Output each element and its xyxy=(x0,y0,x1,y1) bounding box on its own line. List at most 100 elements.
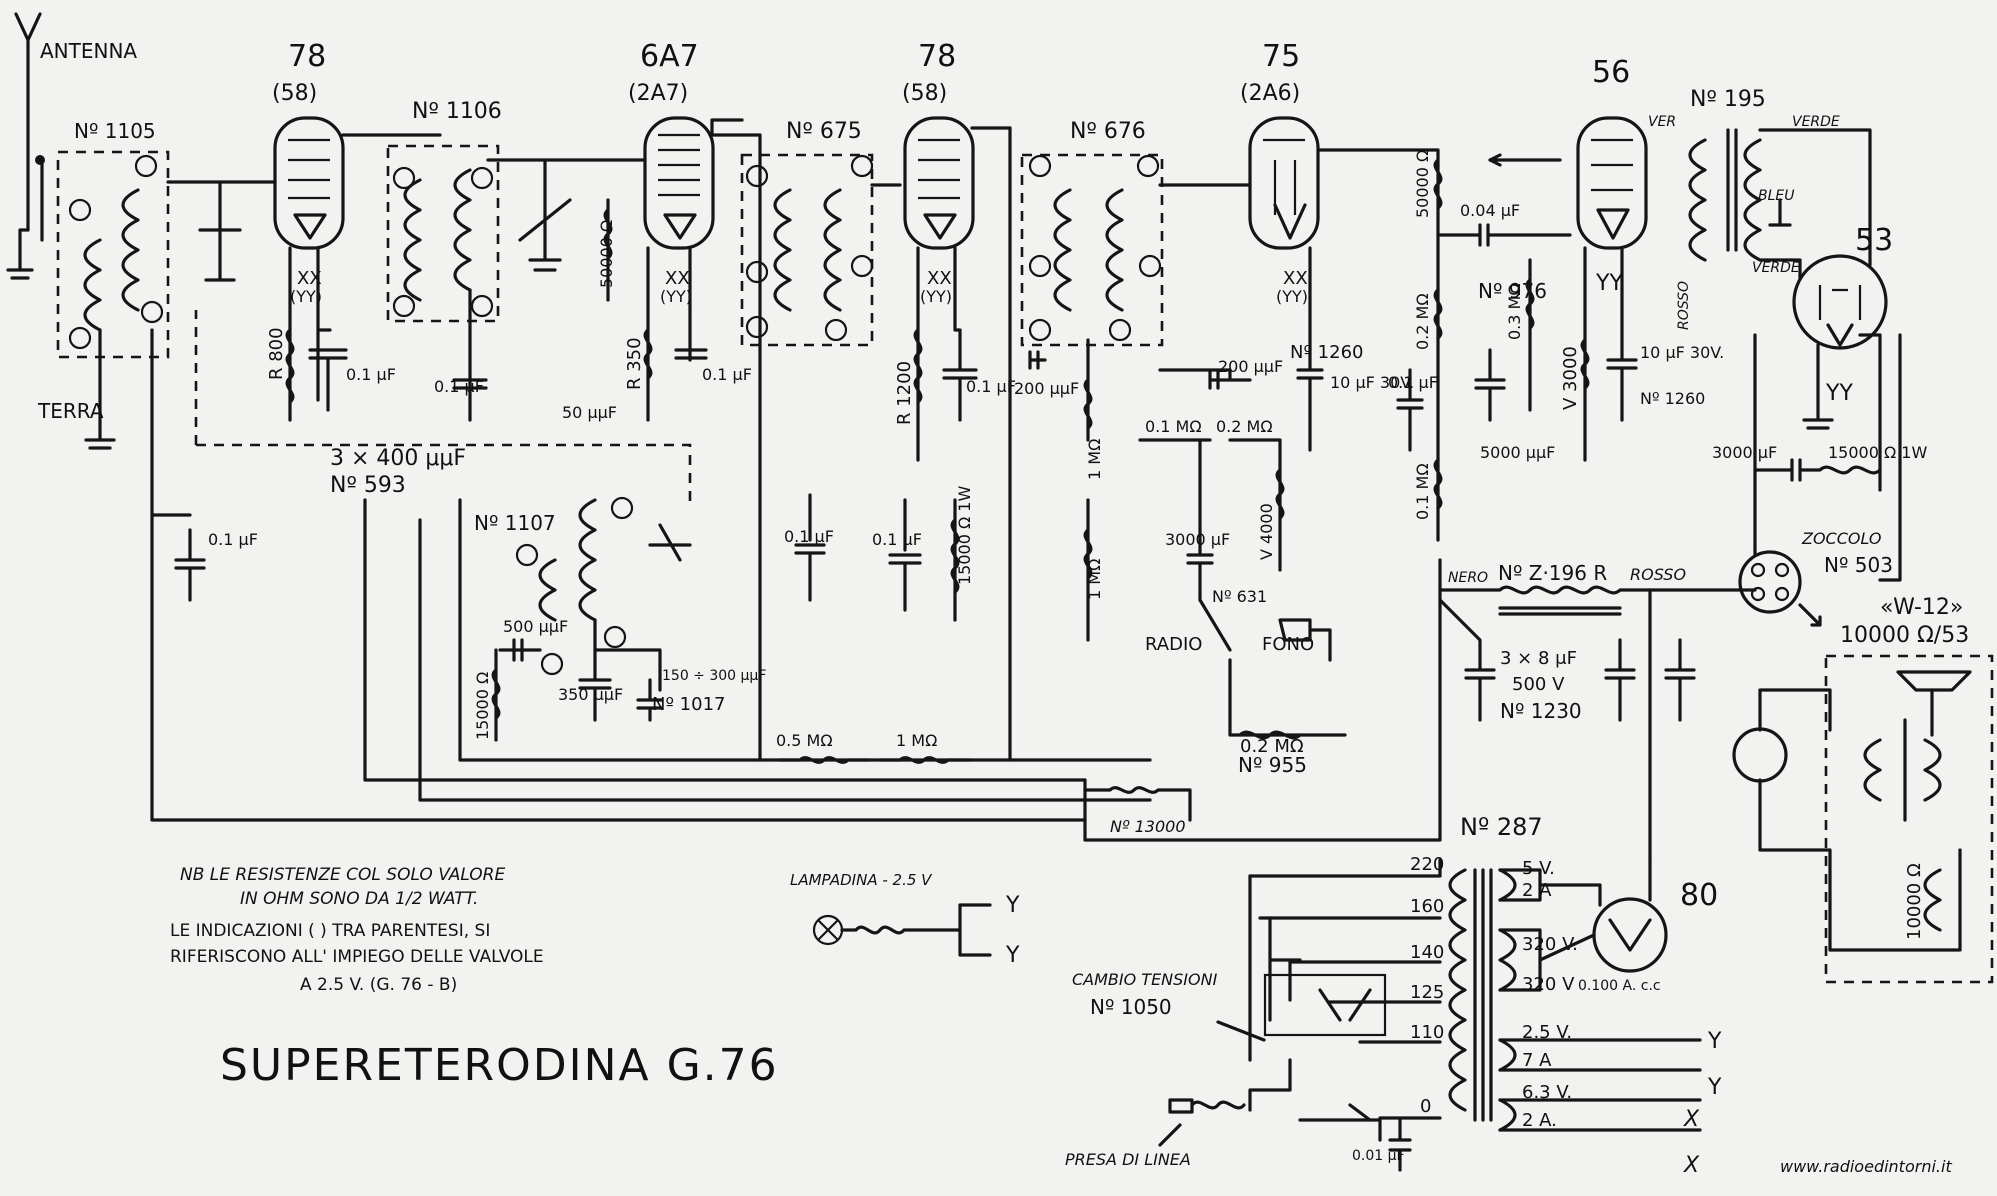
tube3-type: 78 xyxy=(918,39,956,74)
socket-503: ZOCCOLO Nº 503 xyxy=(1738,529,1893,614)
tap-110: 110 xyxy=(1410,1022,1444,1043)
c10b-label: 10 μF 30V. xyxy=(1640,343,1724,362)
sec1-a: 2 A xyxy=(1522,880,1552,901)
c004-label: 0.04 μF xyxy=(1460,201,1520,220)
note-line-5: A 2.5 V. (G. 76 - B) xyxy=(300,975,457,995)
wire-verde3: VER xyxy=(1648,114,1676,130)
r1m-label: 1 MΩ xyxy=(1085,439,1104,480)
speaker-label: «W-12» xyxy=(1880,595,1963,620)
r1200-label: R 1200 xyxy=(894,361,915,425)
wire-verde1: VERDE xyxy=(1792,114,1840,130)
cap-1260b-label: Nº 1260 xyxy=(1640,389,1705,408)
input-coil-1105: Nº 1105 TERRA xyxy=(6,119,170,450)
loudspeaker: 10000 Ω xyxy=(1732,654,1994,984)
c3000b-label: 3000 μF xyxy=(1712,443,1777,462)
osc-coil-1107: Nº 1107 xyxy=(474,496,634,676)
mains-label: PRESA DI LINEA xyxy=(1065,1150,1191,1169)
socket-label: ZOCCOLO xyxy=(1801,529,1882,548)
rf-coil-1106: Nº 1106 xyxy=(386,99,502,323)
heater-out-4: X xyxy=(1683,1153,1700,1178)
v3000-label: V 3000 xyxy=(1560,346,1581,410)
tube4-heater-alt: (YY) xyxy=(1276,287,1308,306)
c01f-label: 0.1 μF xyxy=(872,530,922,549)
selector-label: CAMBIO TENSIONI xyxy=(1072,970,1218,989)
r50000b-label: 50000 Ω xyxy=(1413,150,1432,218)
c01g-label: 0.1 μF xyxy=(208,530,258,549)
r350-label: R 350 xyxy=(624,337,645,390)
wire-bleu: BLEU xyxy=(1758,188,1795,204)
lamp-label: LAMPADINA - 2.5 V xyxy=(790,871,933,889)
tube-78-if: 78 (58) XX (YY) xyxy=(902,39,975,306)
tube4-heater: XX xyxy=(1283,268,1308,289)
if675-label: Nº 675 xyxy=(786,119,862,144)
heater-out-2: Y xyxy=(1707,1075,1722,1100)
watermark: www.radioedintorni.it xyxy=(1780,1157,1952,1176)
if-transformer-676: Nº 676 xyxy=(1020,119,1164,347)
output-transformer-195: Nº 195 xyxy=(1688,87,1766,262)
coil-1106-label: Nº 1106 xyxy=(412,99,502,124)
tap-125: 125 xyxy=(1410,982,1444,1003)
tube3-heater: XX xyxy=(927,268,952,289)
notes-block: NB LE RESISTENZE COL SOLO VALORE IN OHM … xyxy=(170,865,544,995)
note-line-4: RIFERISCONO ALL' IMPIEGO DELLE VALVOLE xyxy=(170,947,544,967)
c01c-label: 0.1 μF xyxy=(702,365,752,384)
r02mc-label: 0.2 MΩ xyxy=(1240,736,1304,757)
sec5-v: 6.3 V. xyxy=(1522,1082,1572,1103)
v4000-label: V 4000 xyxy=(1257,503,1276,560)
choke-label: Nº Z·196 R xyxy=(1498,561,1607,585)
tube6-type: 53 xyxy=(1855,223,1893,258)
c01d-label: 0.1 μF xyxy=(966,377,1016,396)
c01e-label: 0.1 μF xyxy=(784,527,834,546)
sec2-v: 320 V. xyxy=(1522,934,1578,955)
tube-56-driver: 56 YY xyxy=(1576,55,1648,296)
wire-rosso2: ROSSO xyxy=(1630,565,1686,584)
c200b-label: 200 μμF xyxy=(1218,357,1283,376)
note-line-3: LE INDICAZIONI ( ) TRA PARENTESI, SI xyxy=(170,921,490,941)
filter-cap-label: 3 × 8 μF xyxy=(1500,648,1577,669)
tube-78-rf: 78 (58) XX (YY) xyxy=(272,39,345,306)
r02mb-label: 0.2 MΩ xyxy=(1413,293,1432,350)
tube-53-output: 53 YY xyxy=(1792,223,1893,406)
pot-976-label: Nº 976 xyxy=(1478,279,1547,303)
c5000-label: 5000 μμF xyxy=(1480,443,1555,462)
c01b-label: 0.1 μF xyxy=(434,377,484,396)
switch-631-label: Nº 631 xyxy=(1212,587,1267,606)
note-line-2: IN OHM SONO DA 1/2 WATT. xyxy=(240,889,478,909)
tube7-type: 80 xyxy=(1680,878,1718,913)
wire-rosso: ROSSO xyxy=(1676,281,1692,330)
tube4-alt: (2A6) xyxy=(1240,81,1300,106)
res-13000-label: Nº 13000 xyxy=(1110,817,1186,836)
lamp-y2: Y xyxy=(1005,943,1020,968)
coil-1107-label: Nº 1107 xyxy=(474,511,556,535)
tube2-heater-alt: (YY) xyxy=(660,287,692,306)
tube3-alt: (58) xyxy=(902,81,947,106)
sec4-a: 7 A xyxy=(1522,1050,1552,1071)
antenna: ANTENNA xyxy=(14,12,137,232)
fono-label: FONO xyxy=(1262,634,1314,655)
trimmer-1017-label: Nº 1017 xyxy=(652,694,725,715)
c350-label: 350 μμF xyxy=(558,685,623,704)
tube-80-rectifier: 80 xyxy=(1592,878,1718,973)
tube5-type: 56 xyxy=(1592,55,1630,90)
xfmr-195-label: Nº 195 xyxy=(1690,87,1766,112)
tube2-type: 6A7 xyxy=(640,39,699,74)
tube2-heater: XX xyxy=(665,268,690,289)
sec4-v: 2.5 V. xyxy=(1522,1022,1572,1043)
heater-out-1: Y xyxy=(1707,1029,1722,1054)
r50000-label: 50000 Ω xyxy=(597,220,616,288)
antenna-label: ANTENNA xyxy=(40,39,137,63)
c01h-label: 0.1 μF xyxy=(1388,373,1438,392)
tube6-heater: YY xyxy=(1825,381,1853,406)
r15000b-label: 15000 Ω 1W xyxy=(1828,443,1927,462)
selector-num: Nº 1050 xyxy=(1090,995,1172,1019)
tube1-type: 78 xyxy=(288,39,326,74)
c10-label: 10 μF 30V. xyxy=(1330,373,1414,392)
filter-cap-num-label: Nº 1230 xyxy=(1500,699,1582,723)
note-line-1: NB LE RESISTENZE COL SOLO VALORE xyxy=(180,865,505,885)
c200a-label: 200 μμF xyxy=(1014,379,1079,398)
tube3-heater-alt: (YY) xyxy=(920,287,952,306)
c150-label: 150 ÷ 300 μμF xyxy=(662,668,766,684)
r03m-label: 0.3 MΩ xyxy=(1505,283,1524,340)
tube-75-detector: 75 (2A6) XX (YY) xyxy=(1240,39,1320,306)
lamp-y1: Y xyxy=(1005,893,1020,918)
